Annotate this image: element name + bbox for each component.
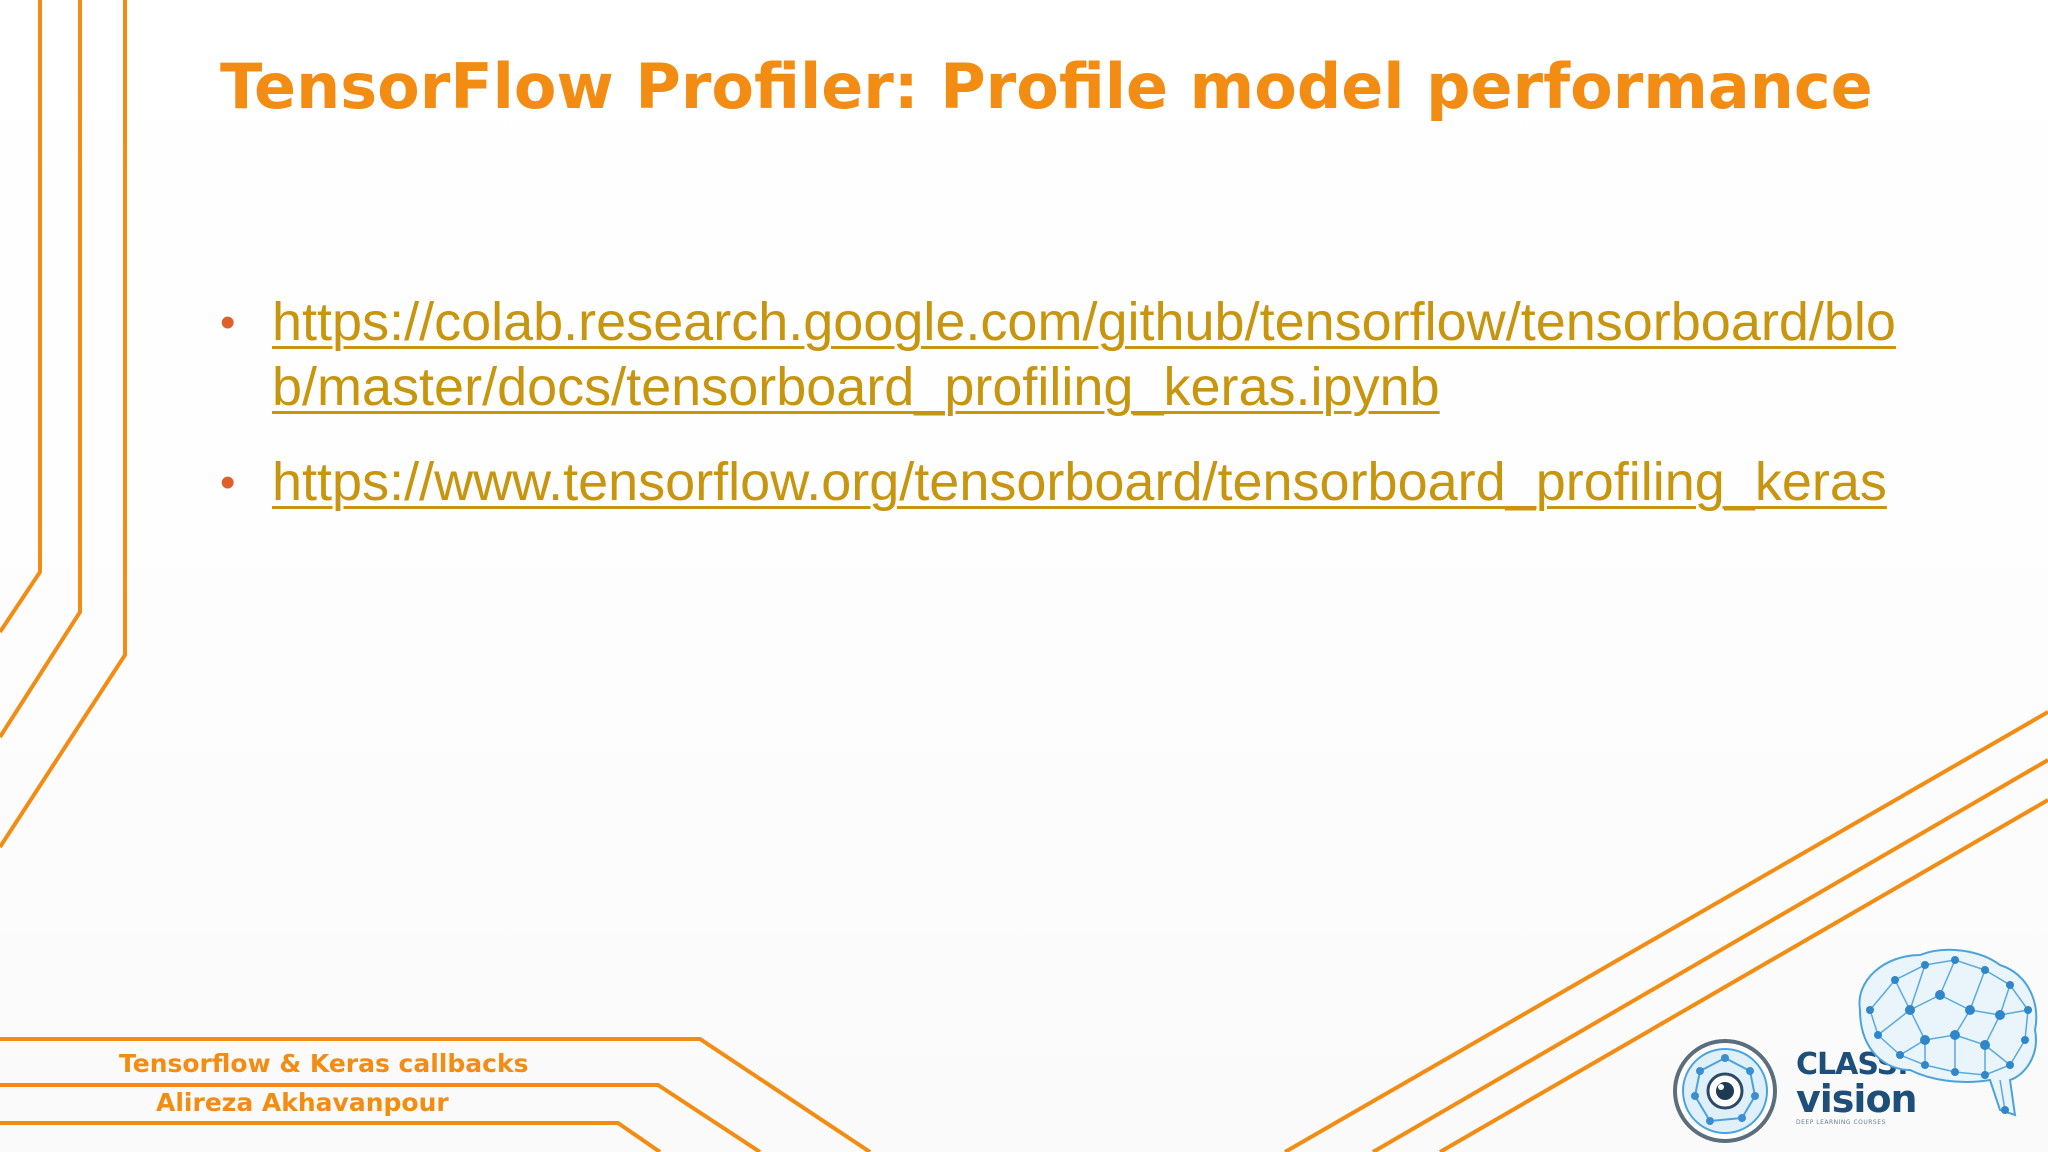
slide-title: TensorFlow Profiler: Profile model perfo… bbox=[220, 50, 1873, 123]
brain-network-icon bbox=[1858, 948, 2038, 1117]
bullet-icon: • bbox=[220, 458, 236, 507]
bullet-icon: • bbox=[220, 298, 236, 347]
tensorflow-docs-link[interactable]: https://www.tensorflow.org/tensorboard/t… bbox=[272, 452, 1887, 512]
footer-author-name: Alireza Akhavanpour bbox=[156, 1088, 449, 1117]
eye-logo-icon bbox=[1673, 1039, 1777, 1143]
list-item: • https://colab.research.google.com/gith… bbox=[218, 290, 1928, 420]
link-list: • https://colab.research.google.com/gith… bbox=[218, 290, 1928, 545]
colab-notebook-link[interactable]: https://colab.research.google.com/github… bbox=[272, 292, 1896, 417]
logo-line-2: vision bbox=[1796, 1077, 1918, 1121]
list-item: • https://www.tensorflow.org/tensorboard… bbox=[218, 450, 1928, 515]
footer-course-title: Tensorflow & Keras callbacks bbox=[119, 1049, 529, 1078]
logo-tagline: DEEP LEARNING COURSES bbox=[1796, 1119, 1886, 1126]
